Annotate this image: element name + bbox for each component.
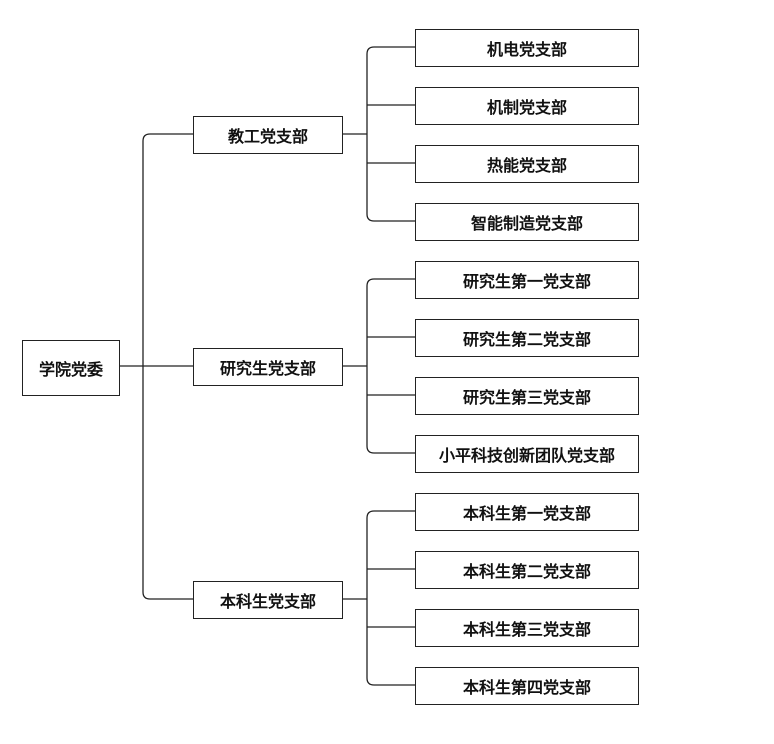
leaf-node: 研究生第一党支部 — [415, 261, 639, 299]
leaf-node-label: 机制党支部 — [486, 98, 567, 117]
trunk-connector-top — [142, 133, 193, 366]
leaf-node-label: 智能制造党支部 — [470, 214, 583, 233]
leaf-node-label: 热能党支部 — [486, 156, 567, 175]
branch-node-label: 本科生党支部 — [219, 592, 316, 611]
branch-node-label: 教工党支部 — [227, 127, 308, 146]
leaf-node: 智能制造党支部 — [415, 203, 639, 241]
root-node-college-party-committee: 学院党委 — [22, 340, 120, 396]
leaf-node: 本科生第四党支部 — [415, 667, 639, 705]
leaf-node: 研究生第二党支部 — [415, 319, 639, 357]
leaf-node-label: 研究生第三党支部 — [462, 388, 591, 407]
leaf-node-label: 本科生第二党支部 — [462, 562, 591, 581]
leaf-node-label: 机电党支部 — [486, 40, 567, 59]
leaf-node: 机制党支部 — [415, 87, 639, 125]
leaf-node-label: 本科生第四党支部 — [462, 678, 591, 697]
branch-spine-2 — [366, 510, 375, 686]
leaf-node: 本科生第二党支部 — [415, 551, 639, 589]
leaf-node-label: 本科生第一党支部 — [462, 504, 591, 523]
leaf-node: 机电党支部 — [415, 29, 639, 67]
leaf-node-label: 本科生第三党支部 — [462, 620, 591, 639]
branch-spine-1 — [366, 278, 375, 454]
leaf-node: 热能党支部 — [415, 145, 639, 183]
leaf-node-label: 研究生第一党支部 — [462, 272, 591, 291]
leaf-node: 小平科技创新团队党支部 — [415, 435, 639, 473]
branch-node-graduate: 研究生党支部 — [193, 348, 343, 386]
trunk-connector-bottom — [142, 366, 193, 600]
leaf-node-label: 研究生第二党支部 — [462, 330, 591, 349]
branch-node-label: 研究生党支部 — [219, 359, 316, 378]
leaf-node: 本科生第一党支部 — [415, 493, 639, 531]
leaf-node: 研究生第三党支部 — [415, 377, 639, 415]
branch-node-undergraduate: 本科生党支部 — [193, 581, 343, 619]
branch-spine-0 — [366, 46, 375, 222]
root-node-label: 学院党委 — [38, 360, 103, 379]
leaf-node: 本科生第三党支部 — [415, 609, 639, 647]
leaf-node-label: 小平科技创新团队党支部 — [438, 446, 615, 465]
branch-node-faculty: 教工党支部 — [193, 116, 343, 154]
